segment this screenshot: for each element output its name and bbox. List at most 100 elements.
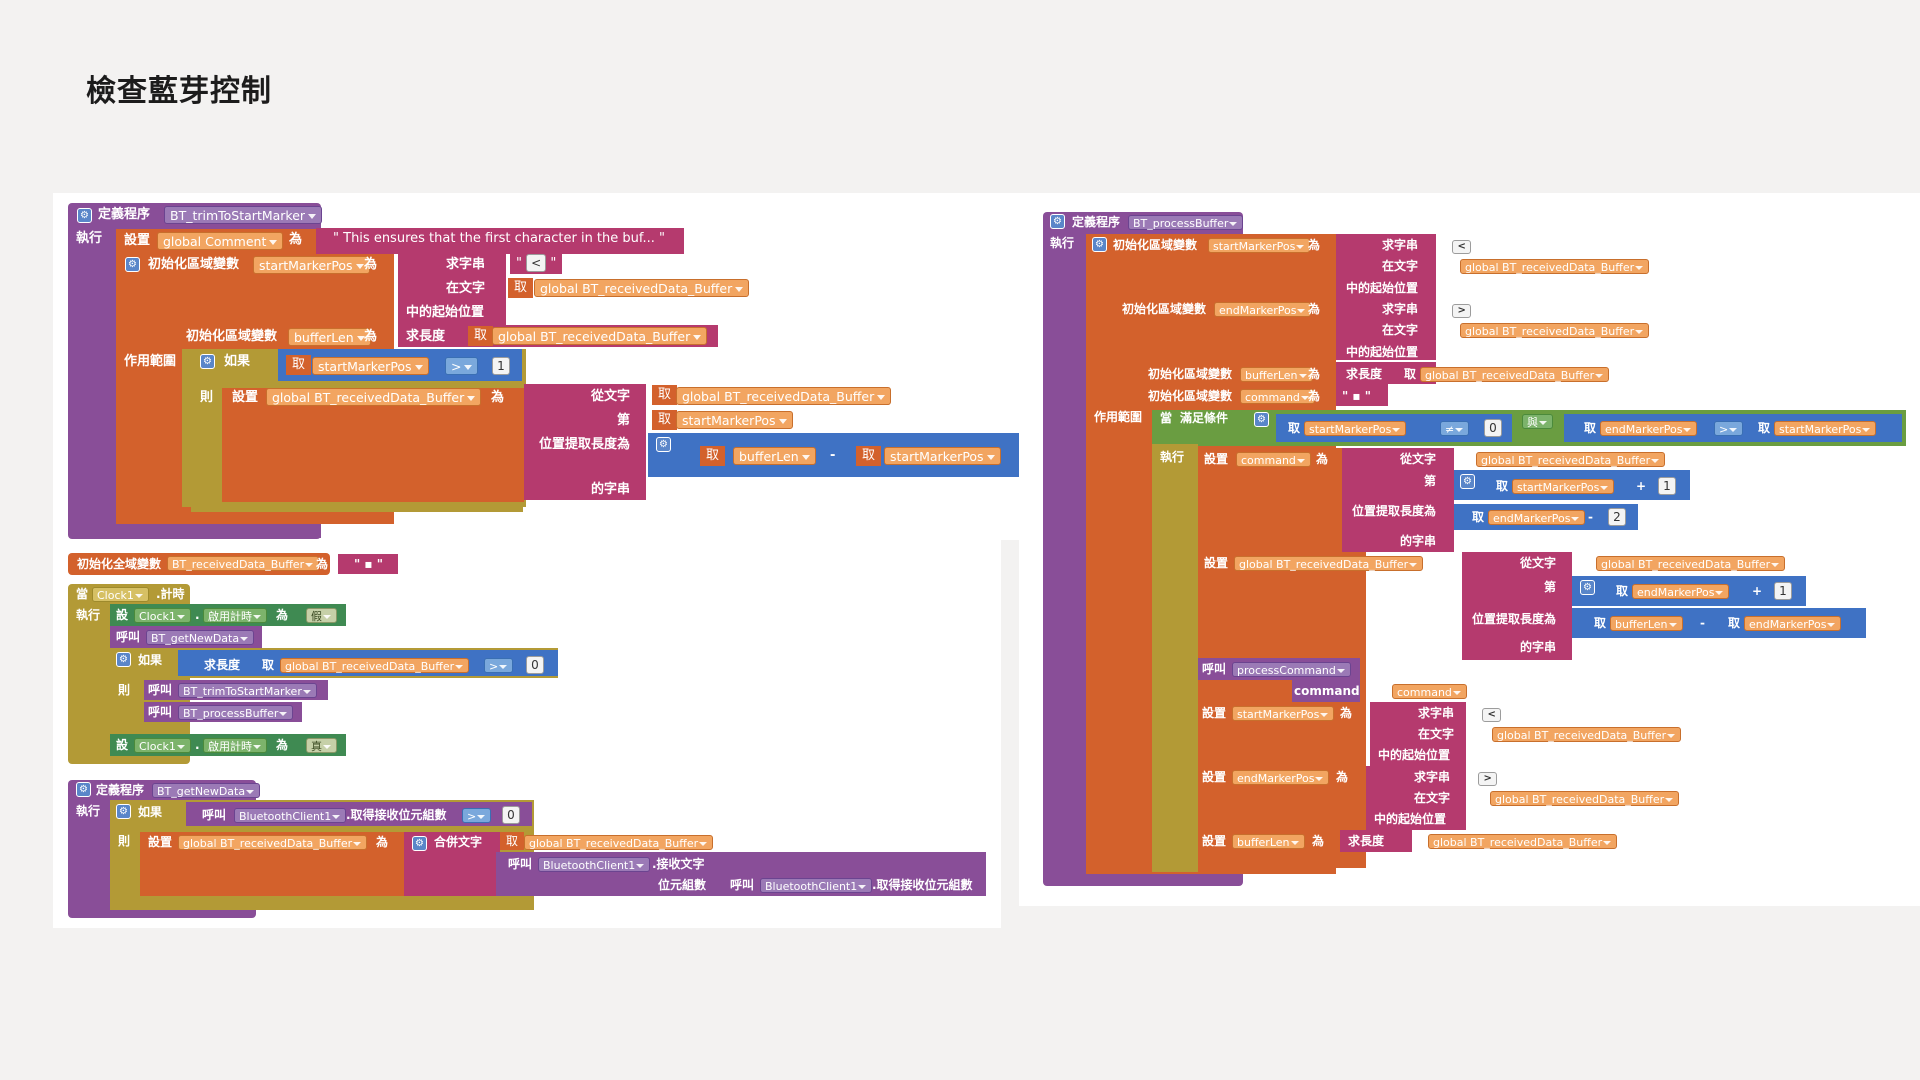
- procedure-dropdown[interactable]: BT_trimToStartMarker: [178, 683, 317, 698]
- variable-dropdown[interactable]: global BT_receivedData_Buffer: [524, 835, 714, 850]
- gear-icon[interactable]: ⚙: [1254, 412, 1269, 427]
- get-block[interactable]: 取: [652, 385, 678, 405]
- gear-icon[interactable]: ⚙: [116, 804, 131, 819]
- variable-dropdown[interactable]: global BT_receivedData_Buffer: [1234, 556, 1424, 571]
- compare-operator-dropdown[interactable]: ≠: [1440, 421, 1470, 436]
- get-block[interactable]: 取: [508, 278, 534, 298]
- variable-dropdown[interactable]: global BT_receivedData_Buffer: [280, 658, 470, 673]
- text-block[interactable]: " > ": [1468, 770, 1508, 786]
- variable-dropdown[interactable]: endMarkerPos: [1488, 510, 1586, 525]
- variable-dropdown[interactable]: startMarkerPos: [884, 447, 1001, 465]
- gear-icon[interactable]: ⚙: [656, 437, 671, 452]
- variable-dropdown[interactable]: global BT_receivedData_Buffer: [676, 387, 892, 405]
- gear-icon[interactable]: ⚙: [125, 257, 140, 272]
- local-variable-name[interactable]: endMarkerPos: [1214, 302, 1312, 317]
- variable-dropdown[interactable]: global BT_receivedData_Buffer: [492, 327, 708, 345]
- global-variable-name[interactable]: BT_receivedData_Buffer: [167, 556, 320, 571]
- get-block[interactable]: 取: [286, 355, 312, 375]
- boolean-dropdown[interactable]: 真: [306, 738, 337, 753]
- compare-operator-dropdown[interactable]: >: [1714, 421, 1744, 436]
- number-block[interactable]: 0: [1484, 419, 1502, 437]
- variable-dropdown[interactable]: command: [1236, 452, 1311, 467]
- number-block[interactable]: 0: [502, 806, 520, 824]
- gear-icon[interactable]: ⚙: [1050, 214, 1065, 229]
- variable-dropdown[interactable]: endMarkerPos: [1232, 770, 1330, 785]
- number-block[interactable]: 1: [1774, 582, 1792, 600]
- variable-dropdown[interactable]: global BT_receivedData_Buffer: [1476, 452, 1666, 467]
- variable-dropdown[interactable]: global BT_receivedData_Buffer: [266, 388, 482, 406]
- gear-icon[interactable]: ⚙: [1092, 237, 1107, 252]
- variable-dropdown[interactable]: global BT_receivedData_Buffer: [1460, 323, 1650, 338]
- variable-dropdown[interactable]: global BT_receivedData_Buffer: [1420, 367, 1610, 382]
- procedure-dropdown[interactable]: BT_getNewData: [146, 630, 255, 645]
- get-block[interactable]: 取: [700, 446, 726, 466]
- text-block[interactable]: " < ": [510, 254, 563, 274]
- variable-dropdown[interactable]: global BT_receivedData_Buffer: [534, 279, 750, 297]
- variable-dropdown[interactable]: global Comment: [157, 232, 284, 250]
- property-dropdown[interactable]: 啟用計時: [203, 608, 267, 623]
- variable-dropdown[interactable]: global BT_receivedData_Buffer: [1492, 727, 1682, 742]
- compare-operator-dropdown[interactable]: >: [462, 808, 492, 823]
- procedure-name-field[interactable]: BT_getNewData: [152, 783, 261, 798]
- text-block[interactable]: " < ": [1472, 706, 1512, 722]
- number-block[interactable]: 0: [526, 656, 544, 674]
- gear-icon[interactable]: ⚙: [412, 836, 427, 851]
- variable-dropdown[interactable]: global BT_receivedData_Buffer: [1460, 259, 1650, 274]
- text-block[interactable]: " < ": [1442, 238, 1482, 254]
- text-block[interactable]: " > ": [1442, 302, 1482, 318]
- variable-dropdown[interactable]: endMarkerPos: [1600, 421, 1698, 436]
- component-dropdown[interactable]: BluetoothClient1: [234, 808, 347, 823]
- variable-dropdown[interactable]: startMarkerPos: [312, 357, 429, 375]
- variable-dropdown[interactable]: startMarkerPos: [676, 411, 793, 429]
- get-block[interactable]: 取: [500, 832, 525, 850]
- property-dropdown[interactable]: 啟用計時: [203, 738, 267, 753]
- variable-dropdown[interactable]: endMarkerPos: [1632, 584, 1730, 599]
- variable-dropdown[interactable]: bufferLen: [1232, 834, 1305, 849]
- get-block[interactable]: 取: [652, 410, 678, 430]
- component-dropdown[interactable]: BluetoothClient1: [538, 857, 651, 872]
- empty-string-block[interactable]: " ▪ ": [1342, 389, 1371, 403]
- gear-icon[interactable]: ⚙: [76, 782, 91, 797]
- variable-dropdown[interactable]: command: [1392, 684, 1467, 699]
- component-dropdown[interactable]: Clock1: [134, 738, 191, 753]
- procedure-dropdown[interactable]: BT_processBuffer: [178, 705, 294, 720]
- local-variable-name[interactable]: startMarkerPos: [253, 256, 370, 274]
- variable-dropdown[interactable]: global BT_receivedData_Buffer: [1490, 791, 1680, 806]
- number-block[interactable]: 1: [492, 357, 510, 375]
- procedure-dropdown[interactable]: processCommand: [1232, 662, 1351, 677]
- variable-dropdown[interactable]: startMarkerPos: [1304, 421, 1407, 436]
- compare-operator-dropdown[interactable]: >: [445, 357, 479, 375]
- gear-icon[interactable]: ⚙: [116, 652, 131, 667]
- number-block[interactable]: 2: [1608, 508, 1626, 526]
- comment-string[interactable]: " This ensures that the first character …: [327, 229, 672, 249]
- variable-dropdown[interactable]: endMarkerPos: [1744, 616, 1842, 631]
- variable-dropdown[interactable]: startMarkerPos: [1232, 706, 1335, 721]
- component-dropdown[interactable]: Clock1: [92, 587, 149, 602]
- variable-dropdown[interactable]: global BT_receivedData_Buffer: [1596, 556, 1786, 571]
- local-variable-name[interactable]: bufferLen: [1240, 367, 1313, 382]
- boolean-dropdown[interactable]: 假: [306, 608, 337, 623]
- local-variable-name[interactable]: bufferLen: [288, 328, 371, 346]
- get-block[interactable]: 取: [856, 446, 882, 466]
- variable-dropdown[interactable]: bufferLen: [1610, 616, 1683, 631]
- component-dropdown[interactable]: Clock1: [134, 608, 191, 623]
- local-variable-name[interactable]: startMarkerPos: [1208, 238, 1311, 253]
- procedure-name-field[interactable]: BT_trimToStartMarker: [164, 206, 323, 224]
- logic-operator-dropdown[interactable]: 與: [1522, 414, 1553, 429]
- get-block[interactable]: 取: [468, 326, 494, 346]
- gear-icon[interactable]: ⚙: [200, 354, 215, 369]
- variable-dropdown[interactable]: startMarkerPos: [1774, 421, 1877, 436]
- gear-icon[interactable]: ⚙: [1460, 474, 1475, 489]
- component-dropdown[interactable]: BluetoothClient1: [760, 878, 873, 893]
- variable-dropdown[interactable]: global BT_receivedData_Buffer: [178, 835, 368, 850]
- empty-string-block[interactable]: " ▪ ": [354, 557, 383, 571]
- local-variable-name[interactable]: command: [1240, 389, 1315, 404]
- compare-operator-dropdown[interactable]: >: [484, 658, 514, 673]
- gear-icon[interactable]: ⚙: [77, 208, 92, 223]
- gear-icon[interactable]: ⚙: [1580, 580, 1595, 595]
- variable-dropdown[interactable]: bufferLen: [733, 447, 816, 465]
- variable-dropdown[interactable]: startMarkerPos: [1512, 479, 1615, 494]
- variable-dropdown[interactable]: global BT_receivedData_Buffer: [1428, 834, 1618, 849]
- procedure-name-field[interactable]: BT_processBuffer: [1128, 215, 1244, 230]
- number-block[interactable]: 1: [1658, 477, 1676, 495]
